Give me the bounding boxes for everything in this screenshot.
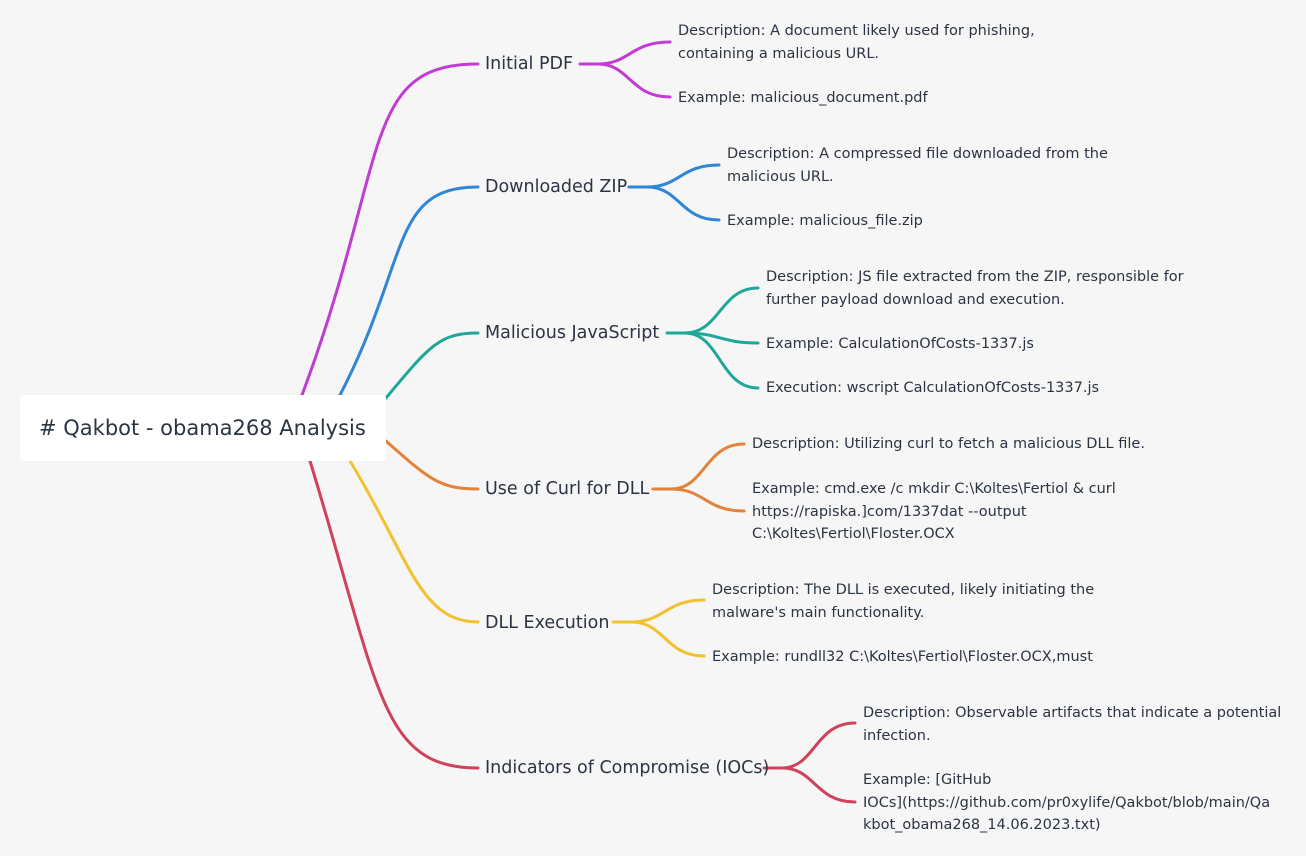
leaf-js-execution[interactable]: Execution: wscript CalculationOfCosts-13…: [766, 380, 1100, 396]
connector-iocs: [308, 459, 480, 770]
fanout-ioc-1: [780, 766, 857, 804]
fanout-ioc-0: [762, 721, 857, 770]
fanout-js-2: [683, 331, 760, 390]
fanout-curl-0: [651, 442, 746, 491]
branch-indicators-of-compromise[interactable]: Indicators of Compromise (IOCs): [485, 758, 770, 778]
leaf-zip-example[interactable]: Example: malicious_file.zip: [727, 213, 923, 229]
leaf-js-example[interactable]: Example: CalculationOfCosts-1337.js: [766, 336, 1034, 352]
fanout-zip-0: [627, 163, 721, 189]
connector-initial-pdf: [300, 62, 480, 397]
fanout-dll-1: [629, 620, 706, 658]
leaf-ioc-example[interactable]: Example: [GitHub IOCs](https://github.co…: [863, 772, 1271, 833]
branch-downloaded-zip[interactable]: Downloaded ZIP: [485, 177, 628, 197]
leaf-initial-pdf-example[interactable]: Example: malicious_document.pdf: [678, 90, 928, 106]
fanout-js-0: [665, 286, 760, 335]
leaf-curl-example[interactable]: Example: cmd.exe /c mkdir C:\Koltes\Fert…: [752, 481, 1116, 542]
leaf-dll-example[interactable]: Example: rundll32 C:\Koltes\Fertiol\Flos…: [712, 649, 1093, 665]
connector-malicious-javascript: [384, 331, 480, 400]
leaf-initial-pdf-description[interactable]: Description: A document likely used for …: [678, 23, 1035, 62]
connector-use-of-curl: [384, 439, 480, 491]
branch-malicious-javascript[interactable]: Malicious JavaScript: [485, 323, 660, 343]
leaf-dll-description[interactable]: Description: The DLL is executed, likely…: [712, 582, 1095, 621]
connector-downloaded-zip: [338, 185, 480, 397]
leaf-ioc-description[interactable]: Description: Observable artifacts that i…: [863, 705, 1282, 744]
fanout-curl-1: [669, 487, 746, 513]
root-title: # Qakbot - obama268 Analysis: [39, 416, 366, 440]
branch-dll-execution[interactable]: DLL Execution: [485, 613, 610, 633]
connector-dll-execution: [348, 459, 480, 624]
branch-use-of-curl-for-dll[interactable]: Use of Curl for DLL: [485, 479, 650, 499]
leaf-js-description[interactable]: Description: JS file extracted from the …: [766, 269, 1184, 308]
root-node[interactable]: # Qakbot - obama268 Analysis: [20, 395, 386, 461]
fanout-dll-0: [611, 598, 706, 624]
leaf-curl-description[interactable]: Description: Utilizing curl to fetch a m…: [752, 436, 1145, 452]
fanout-initial-pdf-0: [578, 40, 672, 66]
leaf-zip-description[interactable]: Description: A compressed file downloade…: [727, 146, 1108, 185]
fanout-zip-1: [645, 185, 721, 222]
fanout-initial-pdf-1: [596, 62, 672, 99]
branch-initial-pdf[interactable]: Initial PDF: [485, 54, 574, 74]
